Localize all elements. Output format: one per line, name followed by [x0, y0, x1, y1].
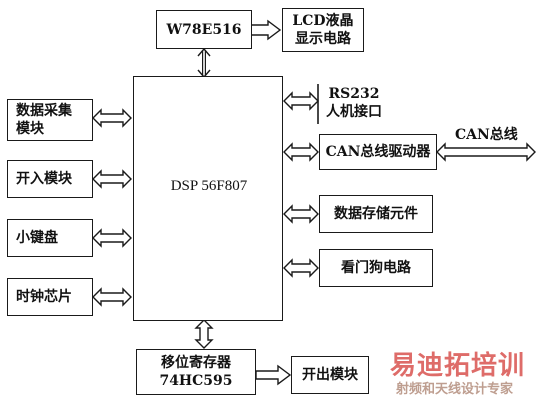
clock-chip-block: 时钟芯片 — [7, 278, 93, 316]
watchdog-label: 看门狗电路 — [341, 260, 411, 276]
input-module-block: 开入模块 — [7, 160, 93, 198]
data-acq-label-line2: 模块 — [16, 121, 44, 137]
watermark-main: 易迪拓培训 — [390, 351, 526, 381]
data-storage-block: 数据存储元件 — [319, 195, 433, 233]
data-acq-label-line1: 数据采集 — [16, 103, 72, 119]
arrow-dsp-shift-register — [194, 319, 214, 349]
arrow-can-driver-bus — [436, 142, 536, 162]
arrow-data-acq-dsp — [92, 108, 132, 128]
data-acquisition-block: 数据采集 模块 — [7, 99, 93, 141]
watermark-sub: 射频和天线设计专家 — [396, 382, 514, 397]
rs232-bracket — [317, 84, 319, 124]
w78e516-label: W78E516 — [166, 21, 242, 38]
w78e516-block: W78E516 — [156, 10, 252, 49]
arrow-w78e516-dsp — [197, 47, 211, 79]
keypad-label: 小键盘 — [16, 230, 58, 246]
arrow-w78e516-lcd — [250, 19, 282, 41]
watchdog-block: 看门狗电路 — [319, 249, 433, 287]
dsp-label: DSP 56F807 — [170, 178, 248, 194]
lcd-display-block: LCD液晶 显示电路 — [282, 8, 364, 52]
rs232-block: RS232 人机接口 — [319, 84, 389, 122]
rs232-label-line2: 人机接口 — [326, 104, 382, 120]
clock-chip-label: 时钟芯片 — [16, 289, 72, 305]
output-module-label: 开出模块 — [302, 367, 358, 383]
arrow-input-dsp — [92, 169, 132, 189]
data-storage-label: 数据存储元件 — [334, 206, 418, 222]
rs232-label-line1: RS232 — [328, 86, 380, 102]
arrow-clock-dsp — [92, 287, 132, 307]
arrow-dsp-storage — [283, 204, 319, 224]
shift-reg-label-line2: 74HC595 — [159, 373, 233, 389]
output-module-block: 开出模块 — [291, 356, 369, 394]
arrow-keypad-dsp — [92, 228, 132, 248]
keypad-block: 小键盘 — [7, 219, 93, 257]
arrow-dsp-watchdog — [283, 258, 319, 278]
can-driver-label: CAN总线驱动器 — [325, 144, 431, 160]
shift-reg-label-line1: 移位寄存器 — [161, 355, 231, 371]
lcd-label-line2: 显示电路 — [295, 31, 351, 47]
can-bus-label: CAN总线 — [455, 127, 518, 143]
shift-register-block: 移位寄存器 74HC595 — [136, 349, 256, 395]
lcd-label-line1: LCD液晶 — [292, 13, 354, 29]
arrow-shift-register-output — [255, 364, 292, 386]
can-driver-block: CAN总线驱动器 — [319, 134, 437, 170]
arrow-dsp-can-driver — [283, 142, 319, 162]
dsp-block — [133, 76, 283, 321]
arrow-dsp-rs232 — [283, 91, 319, 111]
input-module-label: 开入模块 — [16, 171, 72, 187]
